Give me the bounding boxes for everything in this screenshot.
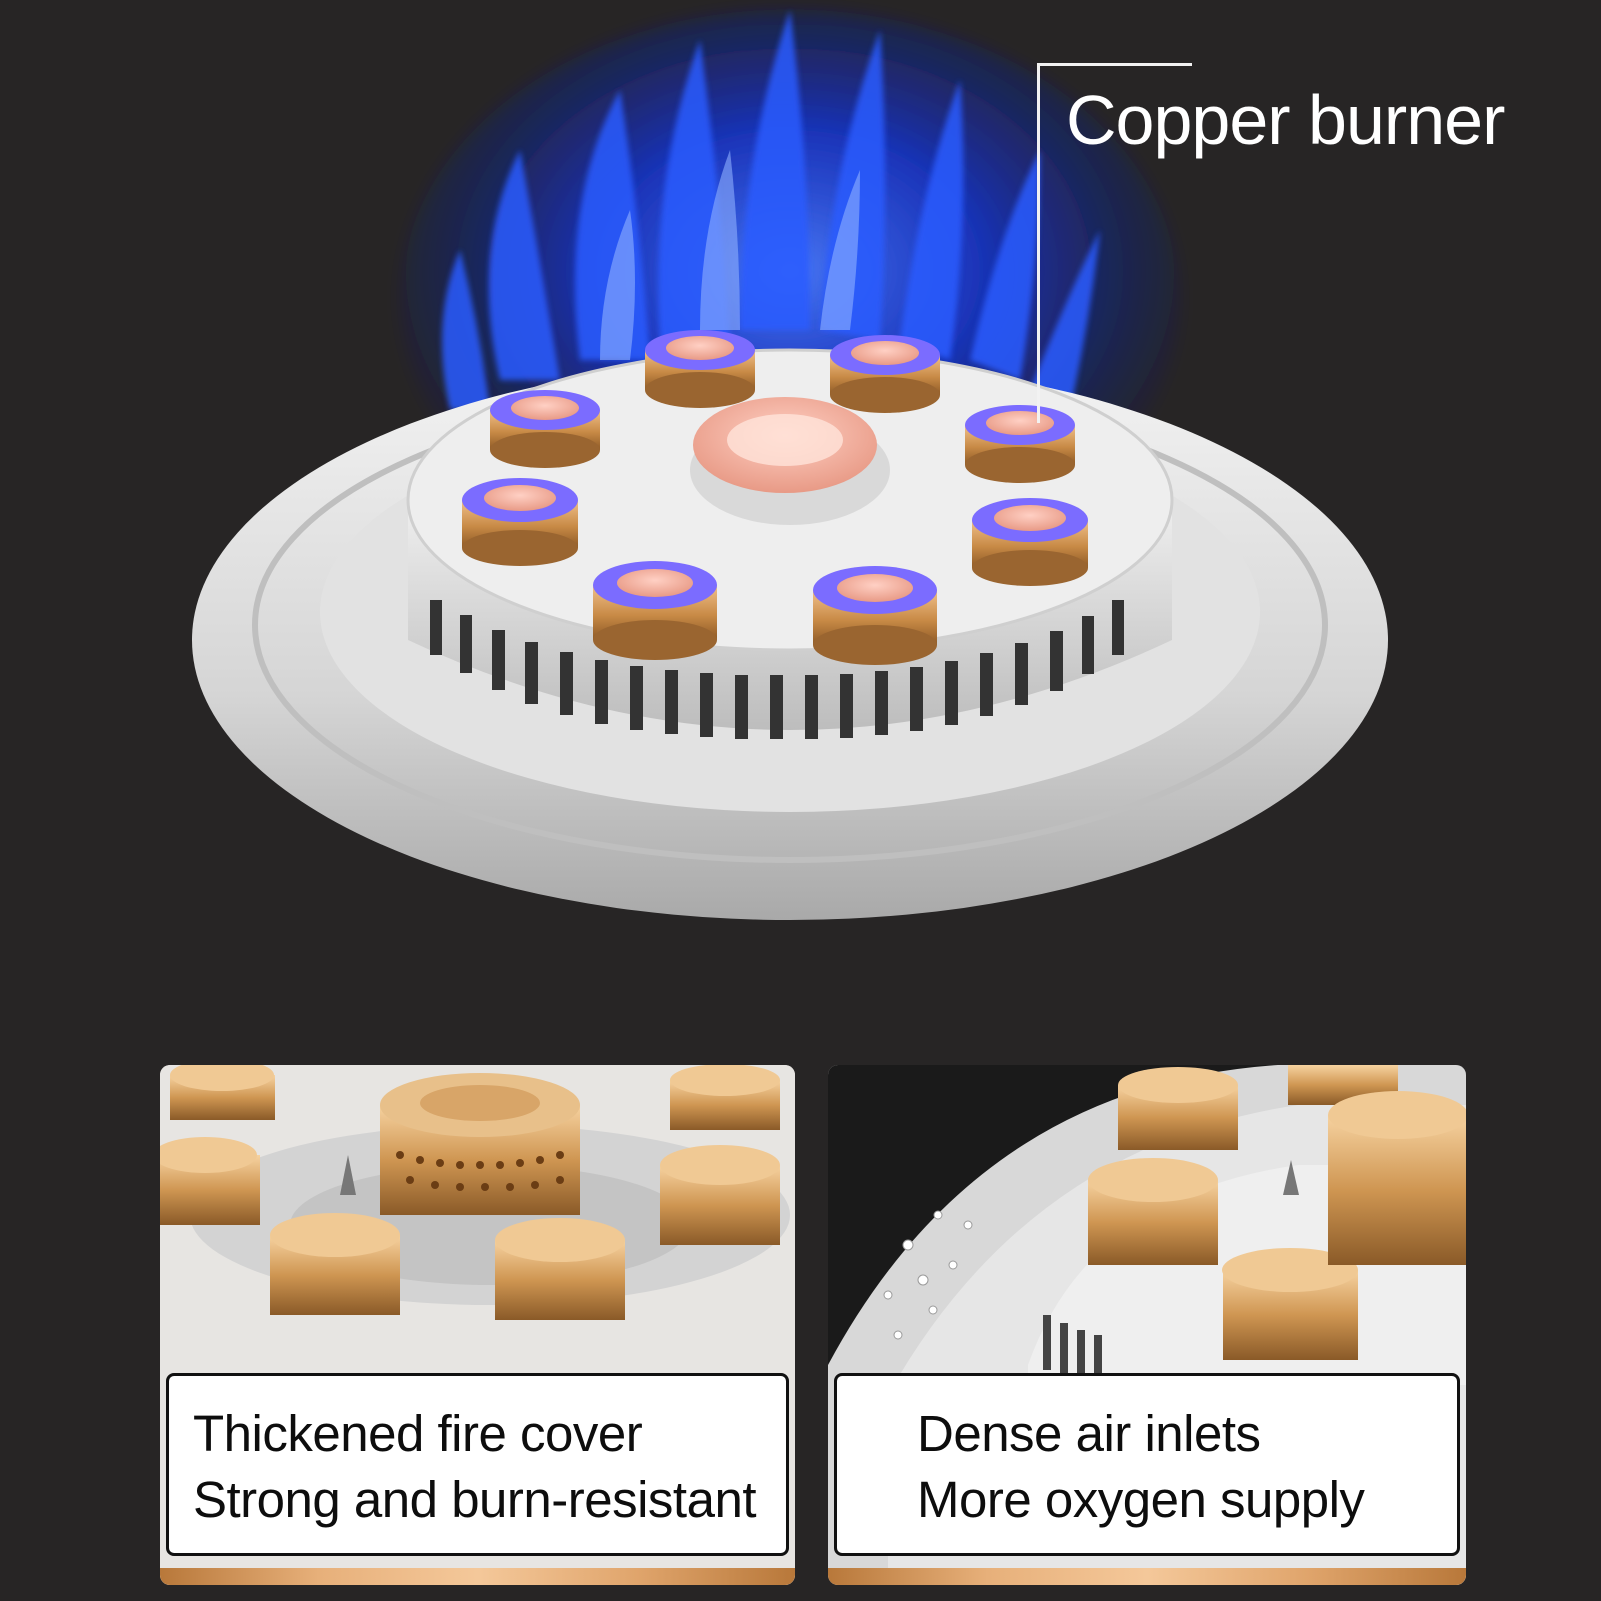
feature-panel-fire-cover: Thickened fire cover Strong and burn-res… (160, 1065, 795, 1585)
fire-cover-closeup-image (160, 1065, 795, 1585)
callout-line-horizontal (1037, 63, 1192, 66)
gold-accent-bar (160, 1568, 795, 1585)
callout-label: Copper burner (1066, 81, 1505, 159)
hero-burner-illustration (192, 10, 1388, 920)
fire-cover-subtitle: Strong and burn-resistant (193, 1471, 757, 1528)
callout-line-vertical (1037, 63, 1040, 423)
gold-accent-bar (828, 1568, 1466, 1585)
fire-cover-title: Thickened fire cover (193, 1405, 643, 1462)
feature-panel-air-inlets: Dense air inlets More oxygen supply (828, 1065, 1466, 1585)
air-inlets-title: Dense air inlets (917, 1405, 1261, 1462)
air-inlets-label-box: Dense air inlets More oxygen supply (834, 1373, 1460, 1556)
fire-cover-label-box: Thickened fire cover Strong and burn-res… (166, 1373, 789, 1556)
air-inlets-subtitle: More oxygen supply (917, 1471, 1365, 1528)
